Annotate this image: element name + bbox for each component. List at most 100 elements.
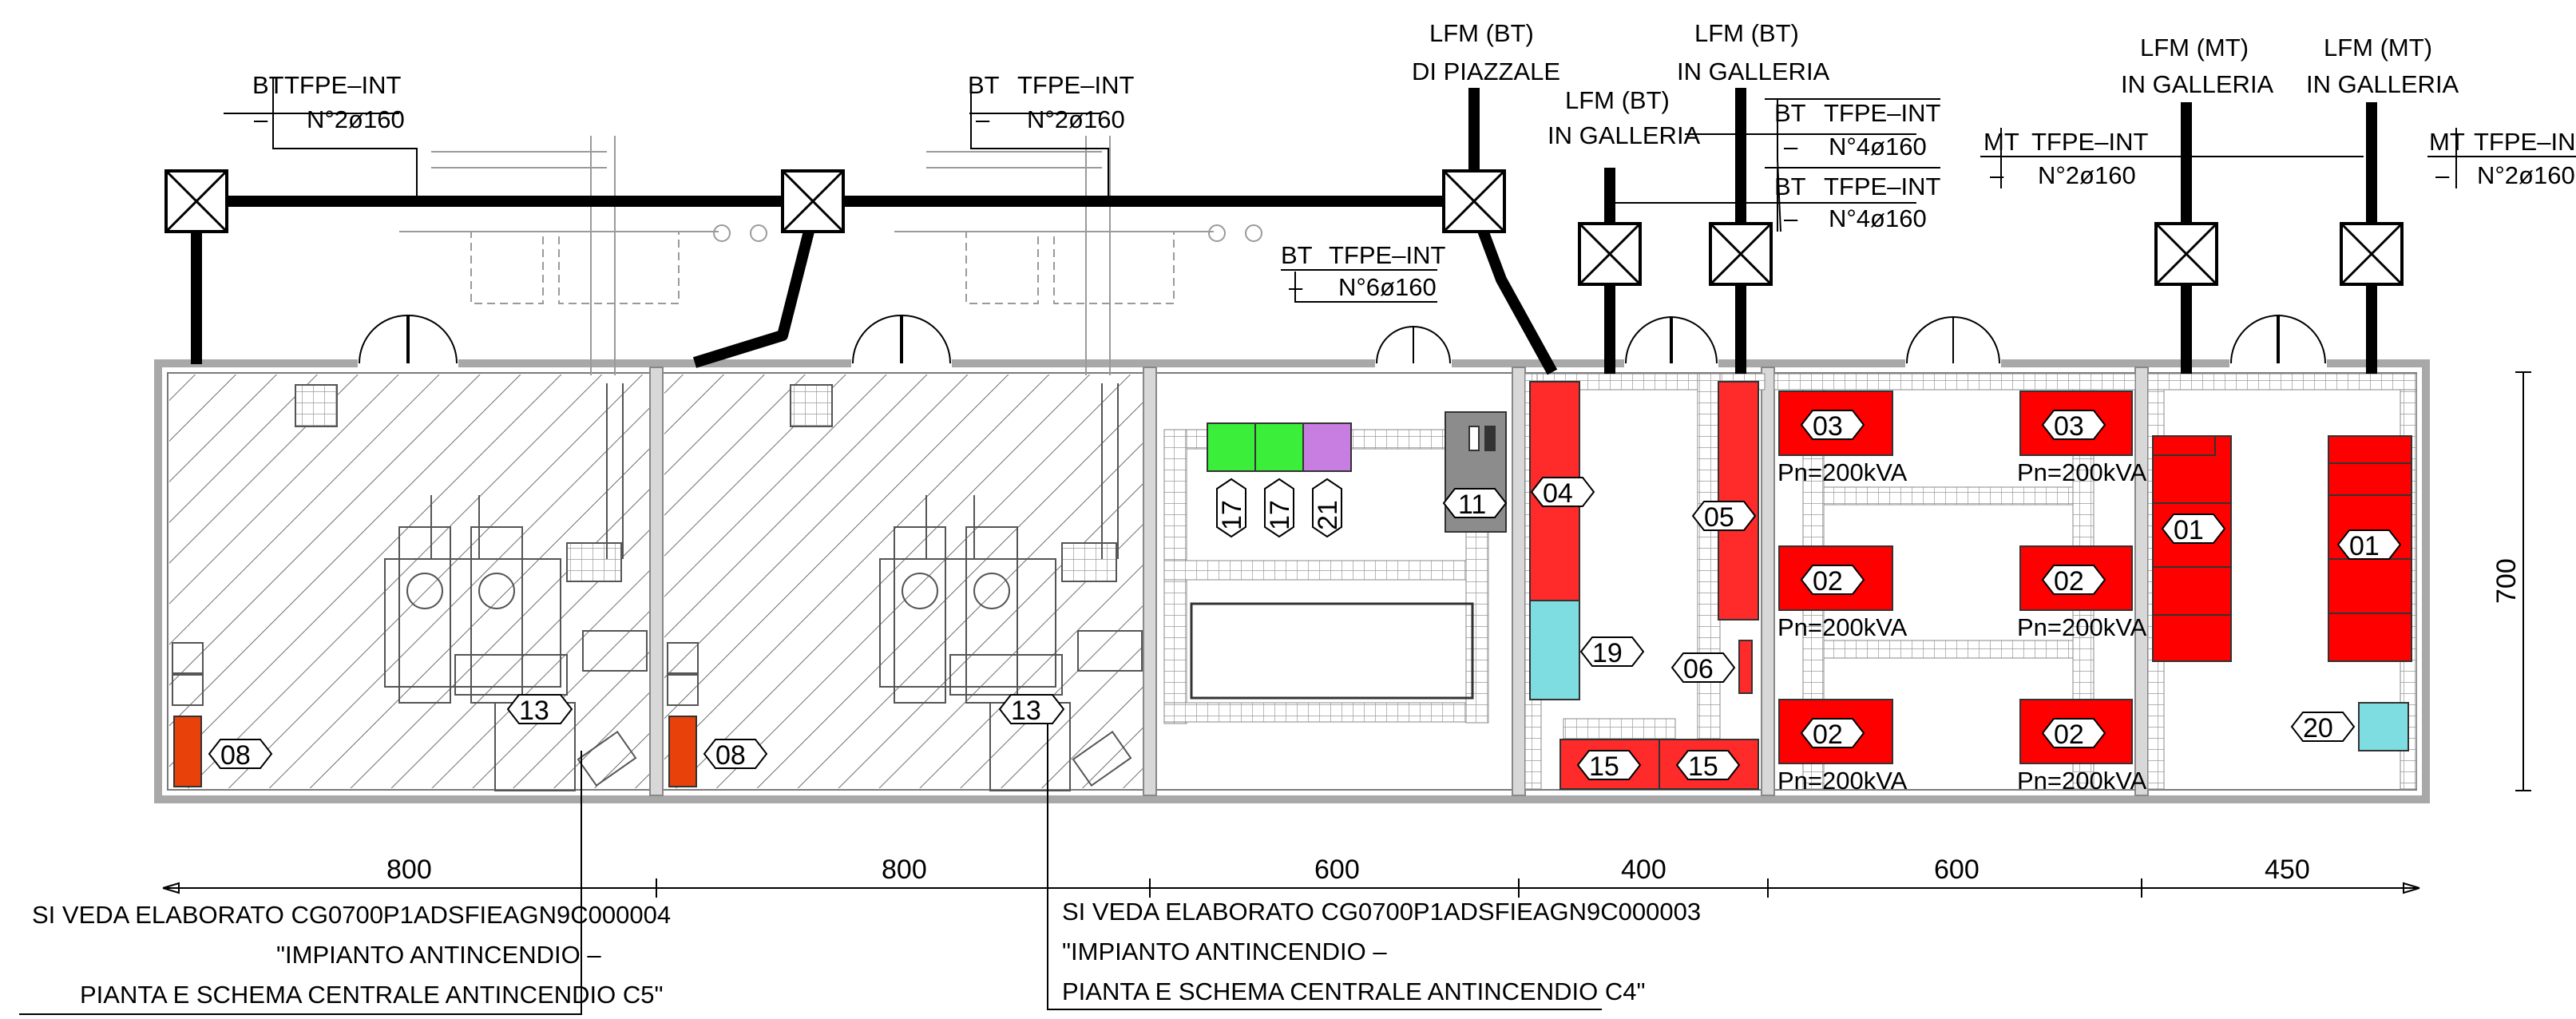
transformer-02-right-a: [2019, 545, 2133, 611]
in-galleria-4: IN GALLERIA: [2306, 70, 2459, 98]
pit-1: [164, 169, 228, 233]
callout-dash-4: –: [1784, 133, 1798, 161]
svg-text:04: 04: [1543, 478, 1573, 509]
lfm-bt-galleria-1: LFM (BT): [1565, 86, 1670, 114]
note-c5-line-1: SI VEDA ELABORATO CG0700P1ADSFIEAGN9C000…: [32, 901, 671, 929]
callout-tfpe-3: TFPE–INT: [1329, 241, 1445, 269]
svg-text:03: 03: [2054, 411, 2084, 442]
tag-04: 04: [1530, 477, 1595, 509]
svg-text:11: 11: [1458, 490, 1486, 520]
lfm-bt-piazzale: LFM (BT): [1429, 19, 1534, 47]
tag-08-c4: 08: [703, 739, 768, 771]
panel-21: [1302, 422, 1352, 472]
tag-21: 21: [1312, 478, 1343, 538]
tag-03-right: 03: [2041, 410, 2106, 442]
pit-2: [781, 169, 845, 233]
dim-room-6: 450: [2265, 854, 2310, 885]
pump-equipment-c4: [667, 383, 1143, 791]
svg-text:08: 08: [220, 740, 251, 771]
callout-dash-7: –: [2435, 161, 2450, 189]
callout-tfpe-4: TFPE–INT: [1824, 99, 1940, 127]
lfm-mt-galleria-2: LFM (MT): [2324, 34, 2432, 61]
svg-text:02: 02: [2054, 720, 2084, 750]
callout-tfpe-6: TFPE–INT: [2031, 128, 2148, 156]
callout-n2-1: N°2ø160: [307, 105, 405, 133]
callout-tfpe-1: TFPE–INT: [284, 71, 401, 99]
svg-text:01: 01: [2174, 515, 2204, 545]
pump-equipment-c5: [172, 383, 648, 791]
note-c5-line-3: PIANTA E SCHEMA CENTRALE ANTINCENDIO C5": [80, 981, 663, 1009]
note-c4-line-2: "IMPIANTO ANTINCENDIO –: [1062, 938, 1387, 965]
svg-text:17: 17: [1265, 500, 1295, 530]
tag-19: 19: [1579, 636, 1645, 668]
tag-02-right-b: 02: [2041, 718, 2106, 750]
di-piazzale: DI PIAZZALE: [1412, 57, 1560, 85]
panel-17a: [1207, 422, 1256, 472]
svg-text:17: 17: [1217, 500, 1247, 530]
svg-text:15: 15: [1589, 751, 1619, 782]
dimension-values: 800 800 600 400 600 450 700: [386, 558, 2522, 885]
callout-dash-3: –: [1289, 273, 1303, 301]
svg-text:03: 03: [1813, 411, 1843, 442]
svg-text:06: 06: [1683, 654, 1714, 684]
svg-text:02: 02: [1813, 720, 1843, 750]
lfm-mt-galleria-1: LFM (MT): [2140, 34, 2249, 61]
equipment-tags: 08 08 13 13 17 17 21 11 04 05 06 19 15 1…: [208, 410, 2402, 782]
piping-above: [399, 136, 1262, 375]
tag-20: 20: [2290, 712, 2356, 743]
ups-20: [2358, 702, 2409, 751]
svg-text:05: 05: [1704, 502, 1734, 533]
tag-17a: 17: [1216, 478, 1247, 538]
svg-text:21: 21: [1313, 500, 1343, 530]
fire-panel-08-c4: [668, 716, 697, 787]
svg-text:02: 02: [2054, 566, 2084, 597]
note-c4-line-3: PIANTA E SCHEMA CENTRALE ANTINCENDIO C4": [1062, 977, 1645, 1005]
note-c4-line-1: SI VEDA ELABORATO CG0700P1ADSFIEAGN9C000…: [1062, 898, 1701, 926]
callout-mt-1: MT: [1984, 128, 2019, 156]
pit-5: [1709, 222, 1773, 286]
callout-n4-2: N°4ø160: [1829, 204, 1927, 232]
svg-text:13: 13: [519, 696, 549, 726]
tag-06: 06: [1670, 652, 1736, 684]
callout-bt-5: BT: [1774, 172, 1806, 200]
svg-text:08: 08: [715, 740, 746, 771]
doors: [358, 314, 2327, 370]
callout-dash-1: –: [254, 105, 268, 133]
dim-room-3: 600: [1314, 854, 1360, 885]
callout-tfpe-5: TFPE–INT: [1824, 172, 1940, 200]
callout-mt-2: MT: [2429, 128, 2465, 156]
svg-text:19: 19: [1592, 638, 1623, 668]
in-galleria-3: IN GALLERIA: [2121, 70, 2274, 98]
pit-7: [2340, 222, 2404, 286]
callout-n2-3: N°2ø160: [2038, 161, 2136, 189]
note-c5: SI VEDA ELABORATO CG0700P1ADSFIEAGN9C000…: [32, 901, 671, 1009]
callout-n2-4: N°2ø160: [2477, 161, 2575, 189]
ups-19: [1529, 600, 1580, 700]
tag-11: 11: [1442, 488, 1508, 520]
callout-bt-2: BT: [968, 71, 1000, 99]
dim-room-c5: 800: [386, 854, 432, 885]
callout-bt-1: BT: [252, 71, 284, 99]
tag-15a: 15: [1576, 750, 1642, 782]
cable-trench: [1190, 602, 1474, 700]
pn-02-left-b: Pn=200kVA: [1777, 767, 1908, 795]
pit-4: [1578, 222, 1642, 286]
callout-tfpe-7: TFPE–INT: [2474, 128, 2576, 156]
switchboard-01-left: [2152, 435, 2232, 662]
note-c5-line-2: "IMPIANTO ANTINCENDIO –: [276, 941, 601, 969]
callout-dash-6: –: [1990, 161, 2004, 189]
svg-text:02: 02: [1813, 566, 1843, 597]
dim-depth: 700: [2491, 558, 2522, 604]
pit-3: [1442, 169, 1506, 233]
pn-03-right: Pn=200kVA: [2017, 458, 2147, 486]
svg-text:13: 13: [1011, 696, 1041, 726]
callout-bt-4: BT: [1774, 99, 1806, 127]
pn-02-right-a: Pn=200kVA: [2017, 613, 2147, 641]
callout-n4-1: N°4ø160: [1829, 133, 1927, 161]
in-galleria-2: IN GALLERIA: [1677, 57, 1830, 85]
tag-08-c5: 08: [208, 739, 273, 771]
tag-05: 05: [1691, 501, 1757, 533]
pn-03-left: Pn=200kVA: [1777, 458, 1908, 486]
tag-13-c4: 13: [998, 694, 1065, 726]
